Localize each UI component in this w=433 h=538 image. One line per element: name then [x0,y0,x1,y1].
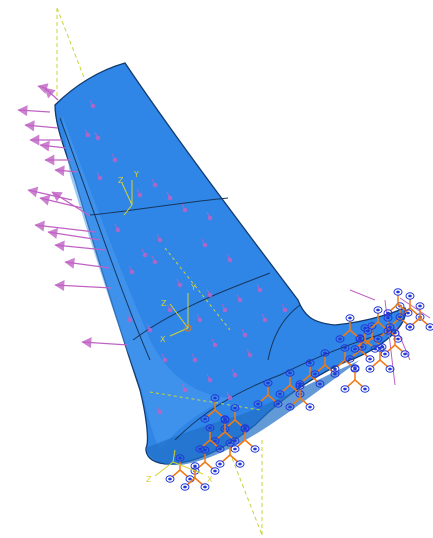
pressure-point [206,211,213,221]
pressure-point [166,303,173,313]
pressure-point [151,178,158,188]
pressure-point [221,303,228,313]
pressure-point [256,283,263,293]
fixed-support-symbol [275,369,305,398]
pressure-point [114,223,121,233]
blade-face-highlight [62,115,230,450]
pressure-point [211,338,218,348]
fixed-support-symbol [373,314,403,343]
csys-upper-z-label: Z [118,176,124,185]
pressure-point [181,203,188,213]
pressure-point [201,238,208,248]
fixed-support-symbol [363,306,393,335]
pressure-point [156,233,163,243]
pressure-load-points [84,99,288,415]
pressure-point [146,323,153,333]
pressure-point [136,188,143,198]
csys-upper-y-label: Y [133,170,139,179]
pressure-arrow [47,227,101,241]
pressure-load-arrows[interactable] [17,83,431,386]
pressure-point [191,353,198,363]
pressure-arrow [44,87,59,101]
pressure-point [231,368,238,378]
fixed-support-symbol [230,424,260,453]
csys-middle-z-label: Z [161,299,167,308]
fixed-support-symbol [195,424,225,453]
pressure-arrow [54,279,113,291]
pressure-point [241,328,248,338]
fixed-support-symbol [200,394,230,423]
pressure-point [84,128,91,138]
pressure-arrow [29,134,62,146]
csys-upper[interactable]: Y Z [118,170,139,216]
fixed-support-symbol [285,382,315,411]
pressure-point [236,293,243,303]
pressure-arrow [54,240,106,252]
pressure-arrow [54,165,79,177]
fixed-support-symbol [253,379,283,408]
datum-axes [149,247,261,411]
csys-base-z-label: Z [146,475,152,484]
csys-middle[interactable]: Y Z X [160,283,196,344]
pressure-point [206,373,213,383]
pressure-point [94,131,101,141]
csys-middle-y-label: Y [190,283,196,292]
pressure-point [261,313,268,323]
fixed-support-symbol [335,314,365,343]
fixed-support-symbol [295,359,325,388]
pressure-point [156,405,163,415]
pressure-point [141,248,148,258]
pressure-point [89,99,96,109]
pressure-point [281,303,288,313]
load-ray [399,297,431,319]
load-ray [349,289,376,301]
pressure-arrow [17,105,51,117]
pressure-point [111,153,118,163]
pressure-point [226,253,233,263]
pressure-arrow [81,337,129,349]
csys-middle-x-label: X [160,335,166,344]
fixed-support-symbol [340,364,370,393]
fixed-support-symbol [383,288,413,317]
pressure-point [96,171,103,181]
pressure-point [181,383,188,393]
pressure-point [176,278,183,288]
fixed-support-symbol [350,324,380,353]
pressure-arrow [24,120,59,132]
pressure-arrow [51,191,91,217]
boundary-condition-symbols[interactable] [165,288,433,491]
pressure-point [126,313,133,323]
pressure-point [196,313,203,323]
root-fillet [146,360,360,466]
pressure-arrow [27,186,73,201]
pressure-point [166,191,173,201]
pressure-point [206,288,213,298]
pressure-arrow [44,154,72,166]
fixed-support-symbol [215,439,245,468]
pressure-point [161,353,168,363]
pressure-point [246,348,253,358]
csys-base-x-label: X [207,475,213,484]
fixed-support-symbol [310,349,340,378]
csys-base[interactable]: Z X [146,449,213,484]
pressure-point [226,391,233,401]
fixed-support-symbol [405,302,433,331]
pressure-point [151,255,158,265]
pressure-arrow [39,140,67,152]
pressure-arrow [34,220,96,233]
pressure-arrow [64,257,111,269]
pressure-point [128,265,135,275]
